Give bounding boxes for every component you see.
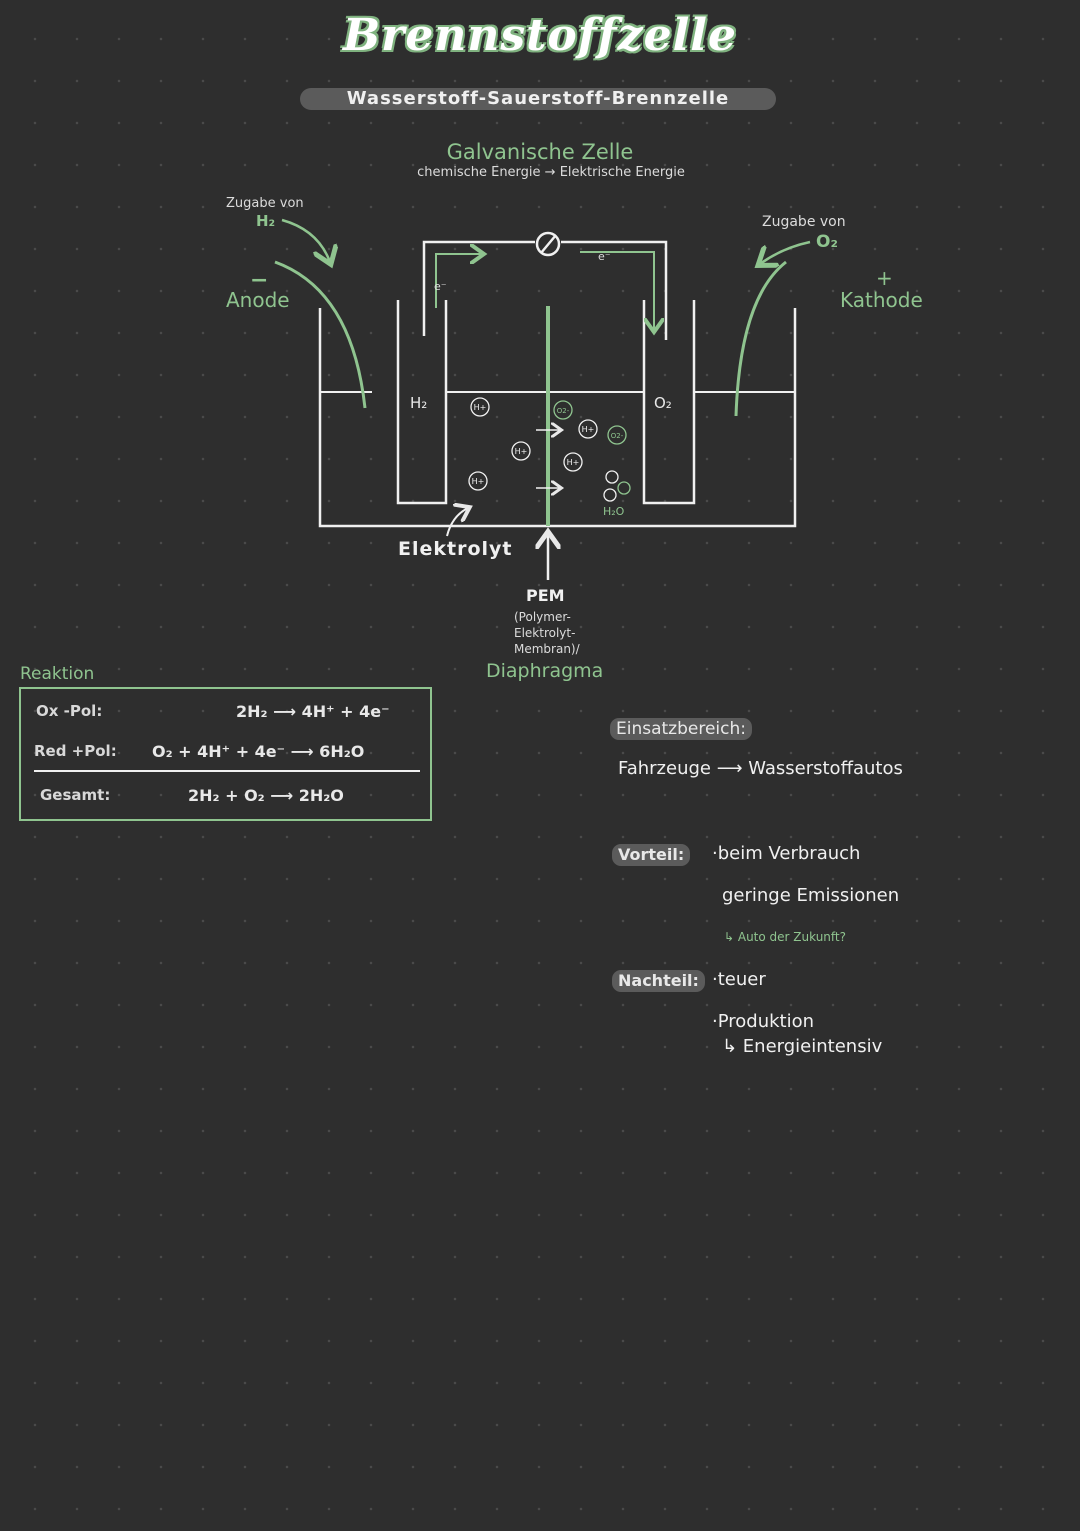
pem-line1: (Polymer- <box>514 610 571 624</box>
svg-text:O2-: O2- <box>557 407 570 415</box>
electron-flow-arrow-right <box>580 251 654 330</box>
reaction-ox-label: Ox -Pol: <box>36 702 103 720</box>
cell-type-heading: Galvanische Zelle <box>446 140 634 164</box>
electrolyte-label: Elektrolyt <box>398 538 513 560</box>
cathode-electrode <box>642 300 696 505</box>
h2-supply-label: Zugabe von <box>226 196 304 211</box>
svg-text:H+: H+ <box>567 458 580 467</box>
reaction-box <box>19 687 432 821</box>
h2-supply-arrow <box>281 218 330 262</box>
reaction-sum-line <box>34 770 420 772</box>
pros-item2: geringe Emissionen <box>722 885 900 906</box>
ion-labels: H+ H+ H+ H+ H+ <box>472 403 595 486</box>
o2-supply-curve <box>734 260 787 417</box>
reaction-red-label: Red +Pol: <box>34 742 117 760</box>
electrolyte-pointer <box>446 508 468 537</box>
page-title: Brennstoffzelle <box>342 10 738 61</box>
electron-flow-arrow-left <box>435 254 482 308</box>
pros-item1: ·beim Verbrauch <box>712 843 861 864</box>
fuel-cell-diagram: H+ H+ H+ H+ H+ O2- O2- <box>274 218 811 580</box>
pem-line3: Membran)/ <box>514 642 580 656</box>
diaphragm-label: Diaphragma <box>486 660 604 682</box>
cons-sub: ↳ Energieintensiv <box>722 1036 883 1057</box>
electron-label-right: e⁻ <box>598 250 611 263</box>
tank-outline <box>318 308 797 528</box>
water-label: H₂O <box>603 505 625 518</box>
o2-electrode-label: O₂ <box>654 394 672 412</box>
usage-heading: Einsatzbereich: <box>610 718 752 740</box>
external-wire <box>422 240 668 340</box>
o-ion-particles <box>553 400 631 495</box>
cons-item1: ·teuer <box>712 969 766 990</box>
o2-supply-gas: O₂ <box>816 232 838 252</box>
h2-electrode-label: H₂ <box>410 394 428 412</box>
page-subtitle: Wasserstoff-Sauerstoff-Brennzelle <box>300 88 776 110</box>
svg-text:H+: H+ <box>474 403 487 412</box>
svg-text:H+: H+ <box>582 425 595 434</box>
anode-sign: − <box>250 268 269 293</box>
pros-heading: Vorteil: <box>612 844 691 866</box>
pros-sub: ↳ Auto der Zukunft? <box>724 930 846 944</box>
cathode-sign: + <box>876 266 893 290</box>
svg-text:H+: H+ <box>472 477 485 486</box>
cons-item2: ·Produktion <box>712 1011 815 1032</box>
energy-conversion: chemische Energie → Elektrische Energie <box>417 165 685 180</box>
svg-text:H+: H+ <box>515 447 528 456</box>
anode-label: Anode <box>226 288 290 312</box>
electron-label-left: e⁻ <box>434 280 447 293</box>
reaction-ox-equation: 2H₂ ⟶ 4H⁺ + 4e⁻ <box>236 702 390 721</box>
svg-text:O2-: O2- <box>611 432 624 440</box>
usage-text: Fahrzeuge ⟶ Wasserstoffautos <box>618 758 903 779</box>
anode-electrode <box>396 300 448 505</box>
h2-supply-curve <box>274 260 367 409</box>
h2-supply-gas: H₂ <box>256 212 276 230</box>
pem-line2: Elektrolyt- <box>514 626 576 640</box>
cathode-label: Kathode <box>840 288 923 312</box>
reaction-heading: Reaktion <box>20 664 95 684</box>
o2-supply-arrow <box>760 240 811 264</box>
load-symbol <box>535 231 561 257</box>
cons-heading: Nachteil: <box>612 970 705 992</box>
pem-label: PEM <box>526 586 565 605</box>
reaction-red-equation: O₂ + 4H⁺ + 4e⁻ ⟶ 6H₂O <box>152 742 365 761</box>
reaction-total-label: Gesamt: <box>40 786 111 804</box>
o2-supply-label: Zugabe von <box>762 214 846 230</box>
ion-particles <box>468 397 619 502</box>
reaction-total-equation: 2H₂ + O₂ ⟶ 2H₂O <box>188 786 344 805</box>
